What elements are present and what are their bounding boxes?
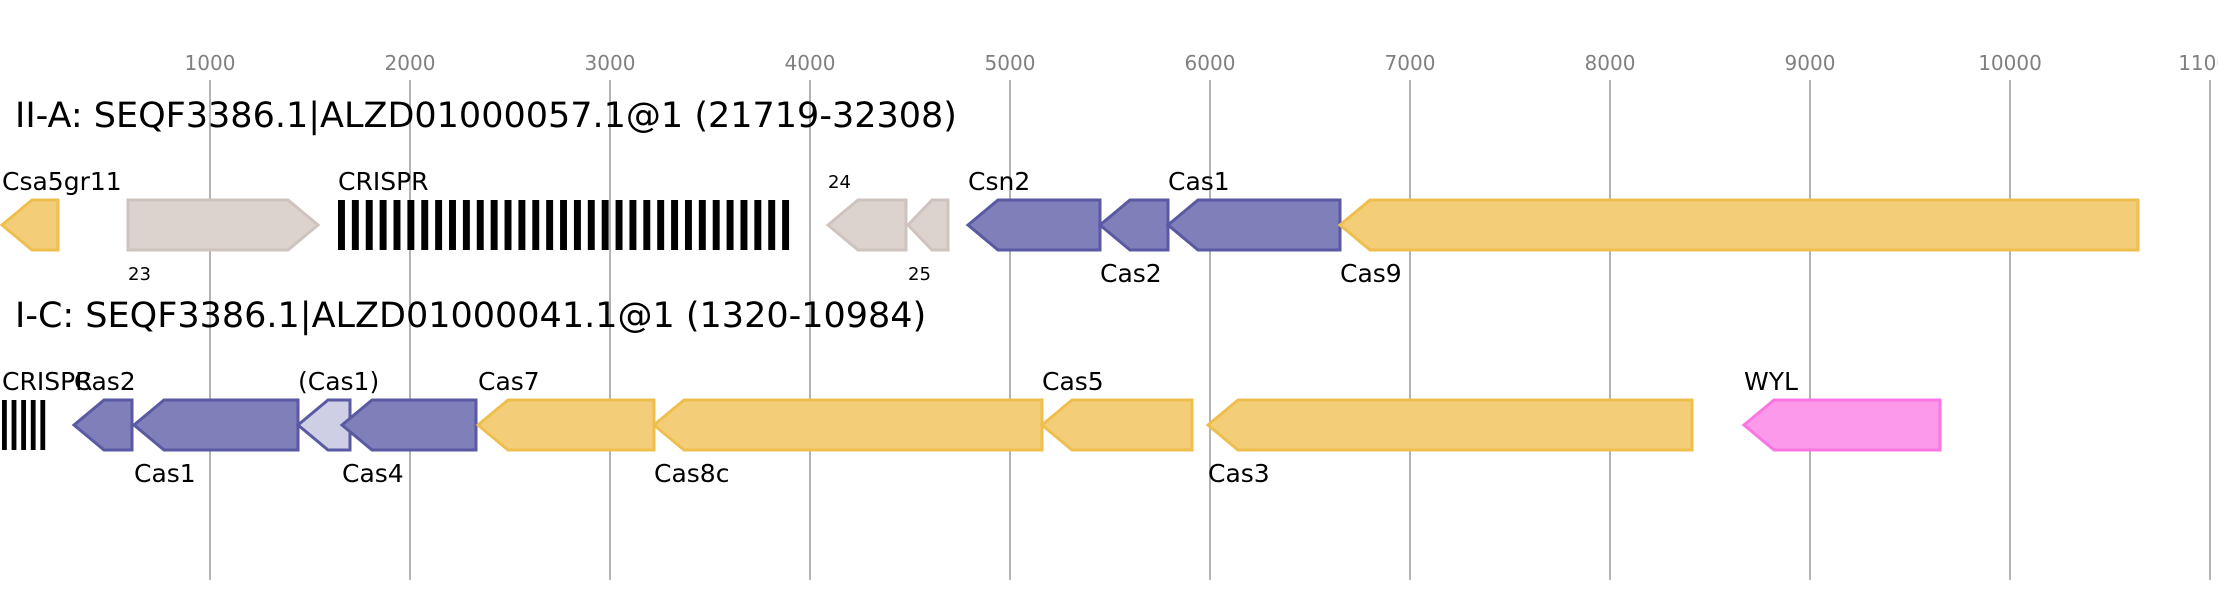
gene-label: Cas2 bbox=[74, 367, 136, 396]
crispr-repeat bbox=[504, 200, 512, 250]
locus-title: II-A: SEQF3386.1|ALZD01000057.1@1 (21719… bbox=[15, 96, 957, 136]
gene-arrow bbox=[965, 198, 1102, 252]
crispr-repeat bbox=[712, 200, 720, 250]
crispr-repeat bbox=[782, 200, 790, 250]
gene-arrow bbox=[339, 398, 478, 452]
crispr-repeat bbox=[379, 200, 387, 250]
crispr-repeat bbox=[518, 200, 526, 250]
axis-tick-label: 10000 bbox=[1978, 51, 2042, 75]
gene-arrow bbox=[1205, 398, 1694, 452]
gene-arrow bbox=[1741, 398, 1942, 452]
gene-label: 25 bbox=[908, 264, 931, 285]
crispr-repeat bbox=[601, 200, 609, 250]
gene-arrow bbox=[1165, 198, 1342, 252]
axis-tick-label: 9000 bbox=[1785, 51, 1836, 75]
axis-tick-label: 2000 bbox=[385, 51, 436, 75]
crispr-repeat bbox=[532, 200, 540, 250]
crispr-repeat bbox=[684, 200, 692, 250]
gene-arrow bbox=[0, 198, 60, 252]
crispr-repeat bbox=[30, 400, 36, 450]
crispr-repeat bbox=[768, 200, 776, 250]
gene-label: Cas7 bbox=[478, 367, 540, 396]
crispr-repeat bbox=[643, 200, 651, 250]
crispr-repeat bbox=[726, 200, 734, 250]
gene-label: CRISPR bbox=[2, 367, 93, 396]
locus-title: I-C: SEQF3386.1|ALZD01000041.1@1 (1320-1… bbox=[15, 296, 926, 336]
gene-arrow bbox=[131, 398, 300, 452]
axis-tick-label: 6000 bbox=[1185, 51, 1236, 75]
gene-arrow bbox=[1039, 398, 1194, 452]
crispr-repeat bbox=[435, 200, 443, 250]
gene-arrow bbox=[905, 198, 950, 252]
gene-label: Cas8c bbox=[654, 459, 729, 488]
gene-label: CRISPR bbox=[338, 167, 429, 196]
axis-tick-label: 5000 bbox=[985, 51, 1036, 75]
axis-tick-label: 1000 bbox=[185, 51, 236, 75]
crispr-repeat bbox=[421, 200, 429, 250]
gene-label: Cas2 bbox=[1100, 259, 1162, 288]
gene-label: 24 bbox=[828, 172, 851, 193]
crispr-repeat bbox=[21, 400, 26, 450]
crispr-repeat bbox=[587, 200, 595, 250]
crispr-repeat bbox=[365, 200, 373, 250]
crispr-repeat bbox=[462, 200, 470, 250]
gene-label: Csn2 bbox=[968, 167, 1030, 196]
gene-label: Cas5 bbox=[1042, 367, 1104, 396]
gene-label: Cas3 bbox=[1208, 459, 1270, 488]
axis-tick-label: 11000 bbox=[2178, 51, 2218, 75]
gene-arrow bbox=[825, 198, 908, 252]
axis-tick-label: 8000 bbox=[1585, 51, 1636, 75]
gene-arrow bbox=[126, 198, 321, 252]
crispr-repeat bbox=[560, 200, 567, 250]
gene-arrow bbox=[1097, 198, 1170, 252]
axis-tick-label: 7000 bbox=[1385, 51, 1436, 75]
crispr-repeat bbox=[449, 200, 456, 250]
gene-label: Csa5gr11 bbox=[2, 167, 122, 196]
crispr-repeat bbox=[393, 200, 401, 250]
gene-arrow bbox=[475, 398, 656, 452]
gene-label: Cas9 bbox=[1340, 259, 1402, 288]
crispr-array bbox=[338, 200, 790, 250]
locus-1: II-A: SEQF3386.1|ALZD01000057.1@1 (21719… bbox=[0, 96, 2140, 288]
gene-label: (Cas1) bbox=[298, 367, 379, 396]
axis-tick-label: 3000 bbox=[585, 51, 636, 75]
gene-label: Cas1 bbox=[134, 459, 196, 488]
crispr-repeat bbox=[476, 200, 484, 250]
crispr-repeat bbox=[351, 200, 359, 250]
crispr-repeat bbox=[40, 400, 46, 450]
crispr-repeat bbox=[657, 200, 665, 250]
crispr-repeat bbox=[2, 400, 7, 450]
axis-grid: 1000 2000 3000 4000 5000 6000 7000 8000 9000 1000… bbox=[185, 51, 2218, 580]
gene-arrow bbox=[71, 398, 134, 452]
locus-2: I-C: SEQF3386.1|ALZD01000041.1@1 (1320-1… bbox=[2, 296, 1942, 488]
gene-label: Cas1 bbox=[1168, 167, 1230, 196]
crispr-repeat bbox=[338, 200, 345, 250]
gene-label: Cas4 bbox=[342, 459, 404, 488]
crispr-repeat bbox=[546, 200, 554, 250]
crispr-repeat bbox=[11, 400, 17, 450]
crispr-repeat bbox=[573, 200, 581, 250]
gene-arrow bbox=[1337, 198, 2140, 252]
axis-tick-label: 4000 bbox=[785, 51, 836, 75]
crispr-array bbox=[2, 400, 46, 450]
gene-label: 23 bbox=[128, 264, 151, 285]
crispr-repeat bbox=[629, 200, 637, 250]
crispr-repeat bbox=[754, 200, 762, 250]
crispr-repeat bbox=[407, 200, 415, 250]
crispr-repeat bbox=[740, 200, 748, 250]
crispr-repeat bbox=[615, 200, 623, 250]
crispr-repeat bbox=[490, 200, 498, 250]
crispr-repeat bbox=[671, 200, 679, 250]
crispr-repeat bbox=[698, 200, 706, 250]
loci: II-A: SEQF3386.1|ALZD01000057.1@1 (21719… bbox=[0, 96, 2140, 488]
gene-label: WYL bbox=[1744, 367, 1798, 396]
gene-arrow bbox=[651, 398, 1044, 452]
